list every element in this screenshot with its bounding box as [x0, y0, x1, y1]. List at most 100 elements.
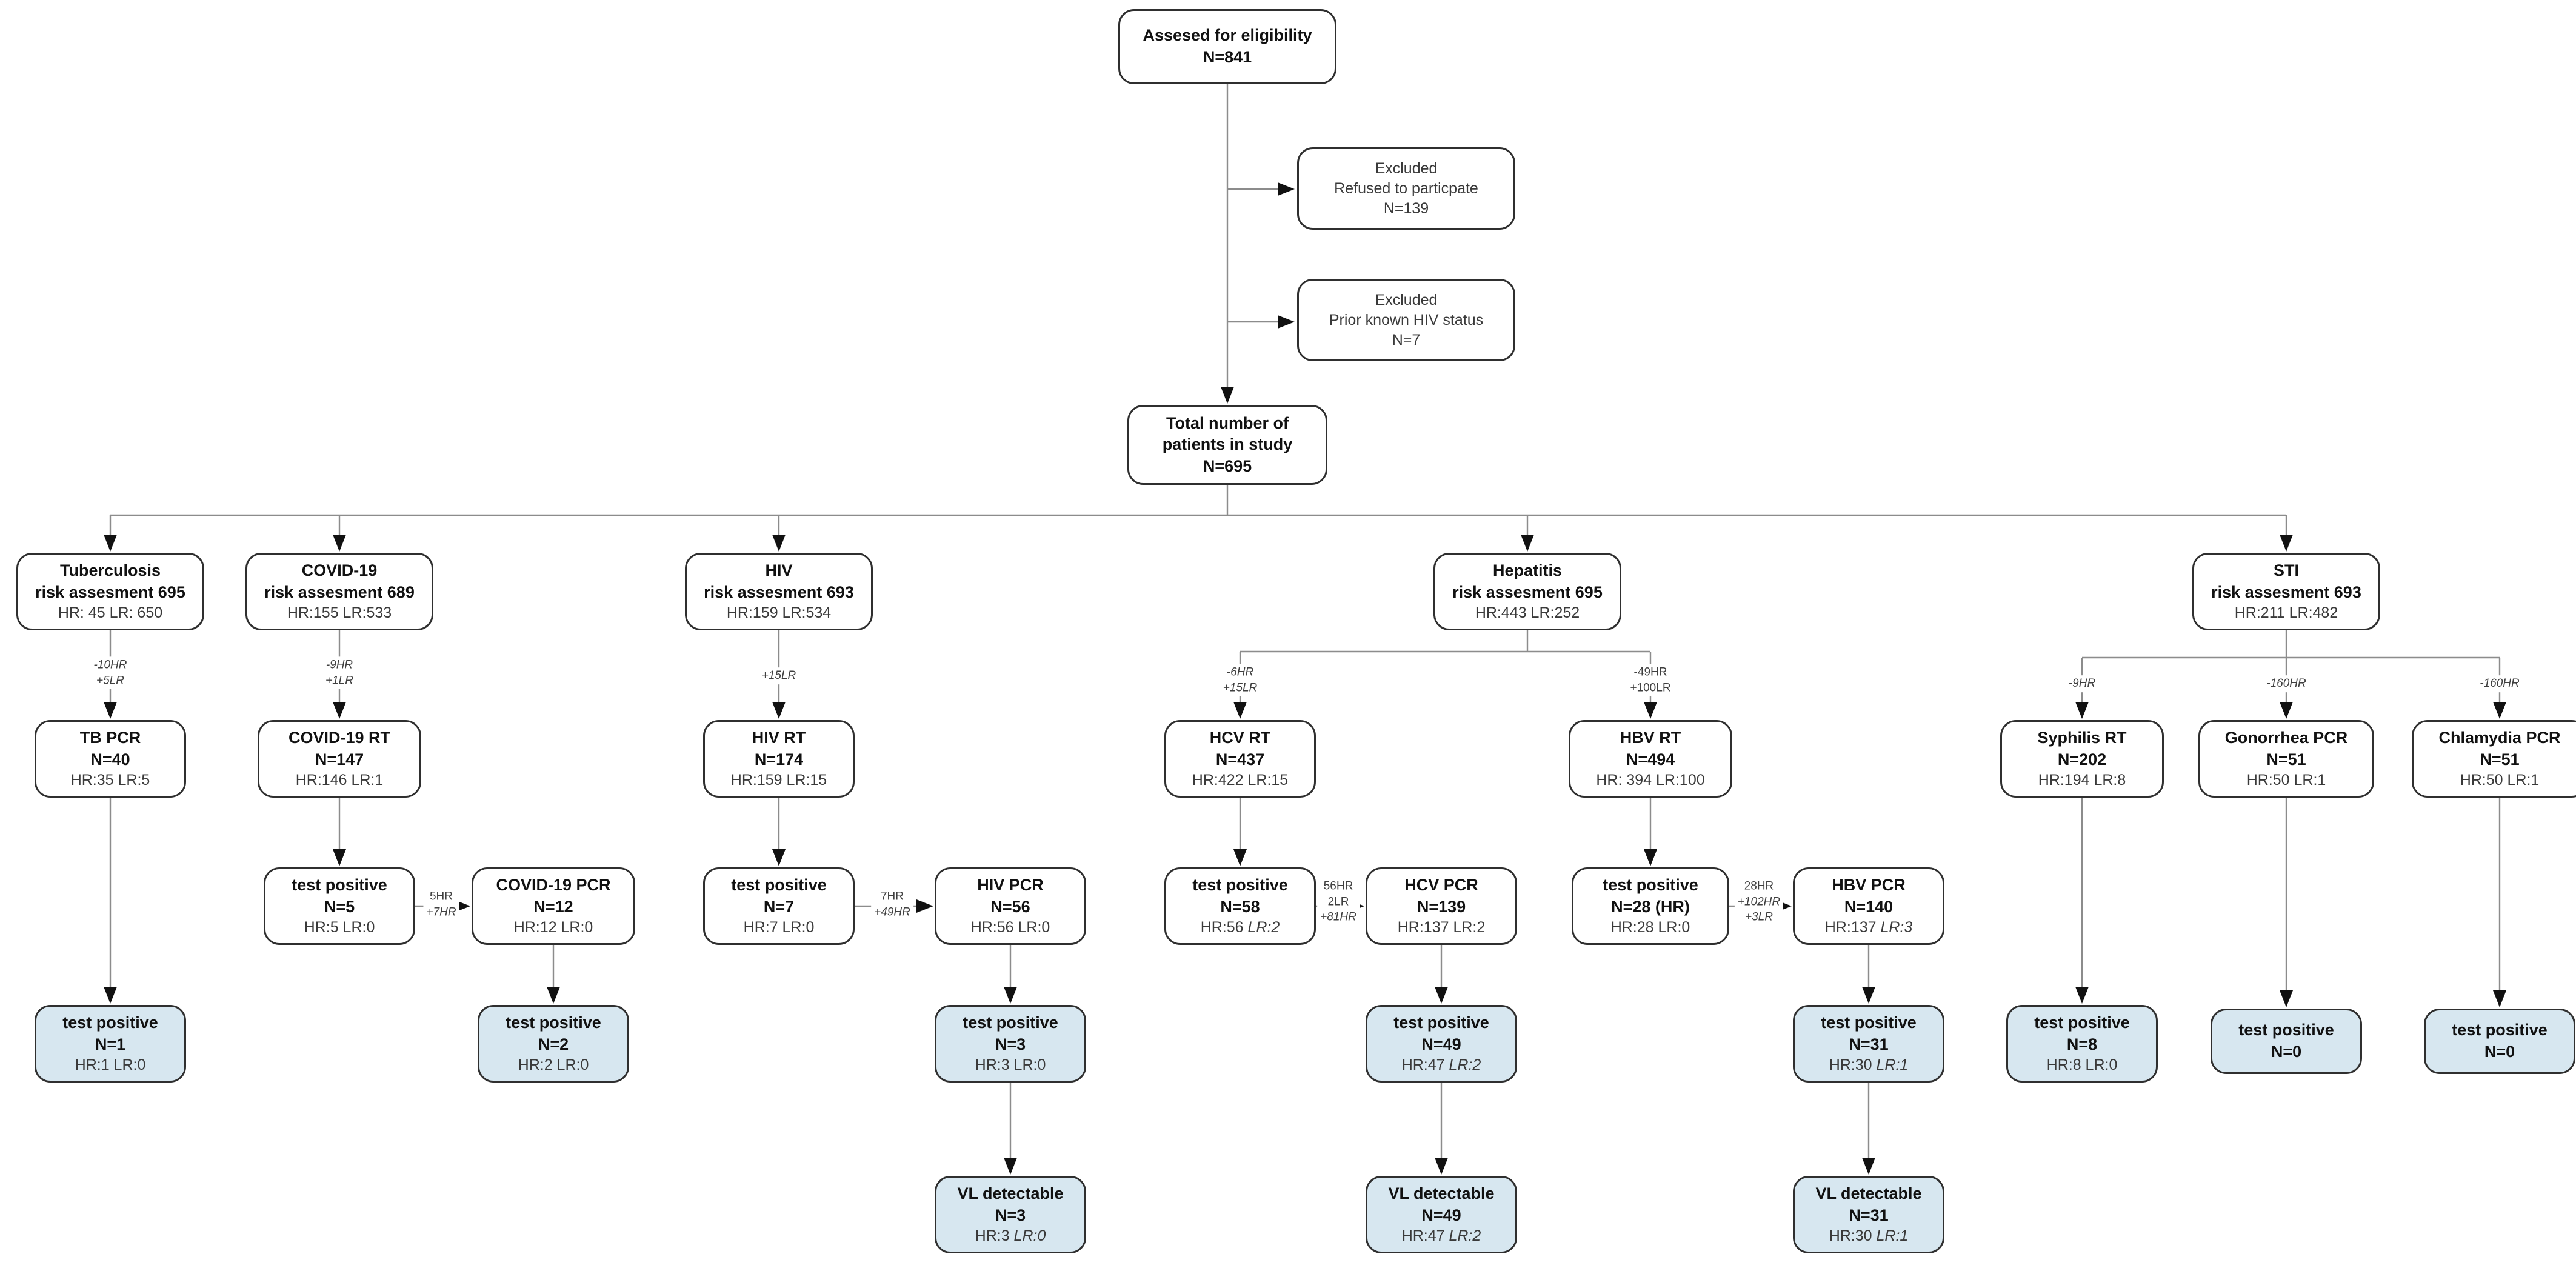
node-line: Excluded [1375, 159, 1438, 177]
node-line: test positive [731, 875, 827, 894]
node-line: N=58 [1220, 897, 1260, 916]
node-line: risk assesment 695 [35, 582, 185, 601]
node-line: N=7 [763, 897, 795, 916]
node-line: N=7 [1392, 331, 1421, 349]
node-line: N=51 [2480, 750, 2520, 769]
edge-label-line: -10HR [93, 658, 127, 672]
edge-label-hbv-adjust: -49HR+100LR [1627, 664, 1674, 696]
stat-segment: HR:137 [1824, 919, 1881, 936]
node-line: N=28 (HR) [1611, 897, 1690, 916]
node-line: N=31 [1849, 1206, 1889, 1224]
edge-label-line: +15LR [761, 669, 796, 682]
edge-label-line: -49HR [1633, 666, 1667, 679]
node-line: N=139 [1416, 897, 1466, 916]
stat-segment: HR:3 [975, 1227, 1014, 1245]
node-line: HR:50 LR:1 [2460, 772, 2540, 789]
node-line: HBV PCR [1832, 875, 1906, 894]
node-line: VL detectable [1815, 1184, 1922, 1203]
stat-segment: HR:30 [1829, 1227, 1877, 1245]
node-line: N=841 [1203, 48, 1252, 66]
edge-label-line: 28HR [1744, 879, 1774, 893]
node-line: N=49 [1421, 1035, 1461, 1053]
edge-label-line: -9HR [325, 658, 353, 672]
node-line: TB PCR [79, 728, 141, 747]
node-line: HR: 394 LR:100 [1596, 772, 1705, 789]
node-line: HR:8 LR:0 [2046, 1056, 2118, 1074]
stat-segment: LR:2 [1449, 1056, 1481, 1074]
stat-segment: LR:2 [1247, 919, 1280, 936]
node-line: HR:137 LR:3 [1825, 918, 1913, 938]
node-line: HR:3 LR:0 [975, 1056, 1046, 1074]
node-line: N=494 [1626, 750, 1675, 769]
node-line: N=5 [324, 897, 355, 916]
node-line: N=437 [1215, 750, 1265, 769]
edge-label-line: 56HR [1323, 879, 1353, 893]
node-line: HCV PCR [1404, 875, 1478, 894]
node-line: N=8 [2066, 1035, 2098, 1053]
edge-label-gonorrhea-adjust: -160HR [2263, 675, 2309, 692]
node-line: HR:2 LR:0 [518, 1056, 589, 1074]
node-line: HCV RT [1209, 728, 1271, 747]
node-line: HR:7 LR:0 [743, 919, 815, 936]
node-line: N=2 [538, 1035, 569, 1053]
stat-segment: LR:0 [1013, 1227, 1046, 1245]
node-line: Hepatitis [1492, 561, 1563, 579]
edge-label-hcv-adjust: -6HR+15LR [1220, 664, 1261, 696]
stat-segment: LR:3 [1880, 919, 1913, 936]
node-line: N=56 [990, 897, 1030, 916]
node-line: risk assesment 689 [264, 582, 415, 601]
node-line: HIV RT [752, 728, 806, 747]
edge-label-line: +49HR [874, 906, 910, 918]
node-line: N=12 [533, 897, 573, 916]
node-line: N=49 [1421, 1206, 1461, 1224]
node-line: N=51 [2266, 750, 2306, 769]
node-line: N=202 [2057, 750, 2107, 769]
node-line: HR:30 LR:1 [1829, 1226, 1909, 1246]
node-line: HR: 45 LR: 650 [58, 604, 163, 622]
node-line: HR:35 LR:5 [70, 772, 150, 789]
stat-segment: LR:1 [1876, 1056, 1909, 1074]
node-line: HR:194 LR:8 [2038, 772, 2126, 789]
node-line: test positive [2238, 1021, 2334, 1039]
node-line: patients in study [1162, 435, 1293, 454]
node-line: HR:12 LR:0 [513, 919, 593, 936]
node-line: test positive [1603, 875, 1698, 894]
edge-label-hbv-pcr-adjust: 28HR+102HR+3LR [1734, 878, 1784, 926]
node-line: test positive [2034, 1013, 2130, 1032]
node-line: N=174 [754, 750, 804, 769]
node-line: COVID-19 PCR [496, 875, 611, 894]
edge-label-hiv-pcr-adjust: 7HR+49HR [871, 888, 913, 921]
stat-segment: HR:47 [1401, 1227, 1449, 1245]
node-line: COVID-19 RT [288, 728, 391, 747]
node-line: N=695 [1203, 456, 1252, 475]
node-line: Chlamydia PCR [2438, 728, 2561, 747]
node-line: VL detectable [957, 1184, 1064, 1203]
edge-label-line: +15LR [1223, 681, 1258, 694]
node-line: HR:155 LR:533 [287, 604, 392, 622]
node-line: HR:28 LR:0 [1610, 919, 1690, 936]
node-line: HR:50 LR:1 [2246, 772, 2326, 789]
node-line: HR:422 LR:15 [1192, 772, 1289, 789]
